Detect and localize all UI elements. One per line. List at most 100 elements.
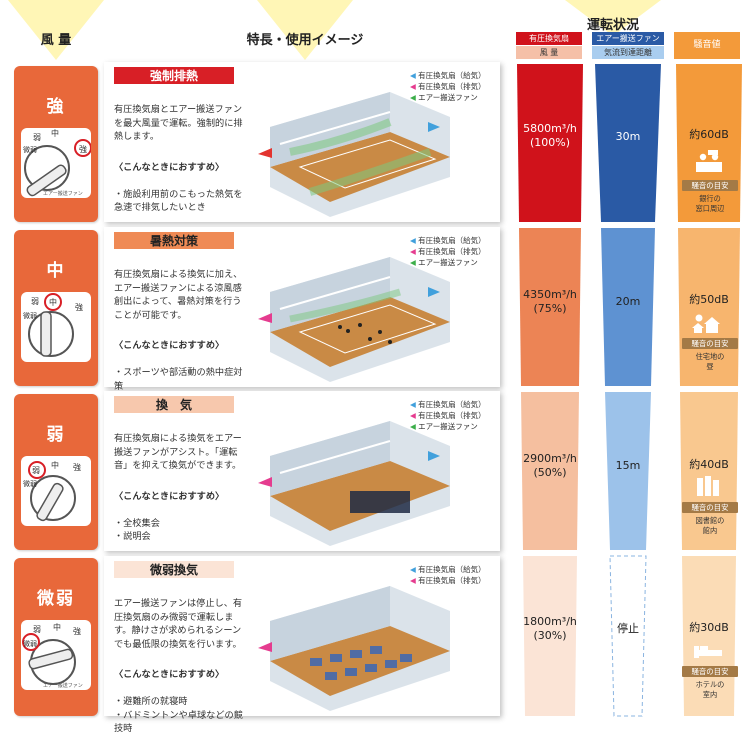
- fan-value-low: 2900m³/h (50%): [523, 452, 577, 479]
- fan-seg-slight: [523, 556, 577, 716]
- house-sun-icon: [692, 314, 720, 333]
- dial-knob-icon: 弱 中 強 微弱: [23, 293, 83, 357]
- noise-badge-slight: 騒音の目安: [682, 666, 738, 677]
- panel-mid-desc: 有圧換気扇による換気に加え、エアー搬送ファンによる涼風感創出によって、暑熱対策を…: [114, 269, 243, 321]
- level-low: 弱 弱 中 強 微弱: [14, 394, 98, 550]
- dial-low: 弱 中 強 微弱: [21, 456, 91, 526]
- panel-low: 換 気 有圧換気扇による換気をエアー搬送ファンがアシスト。「運転音」を抑えて換気…: [104, 391, 500, 551]
- dial-high: 弱 中 強 微弱 エアー搬送ファン: [21, 128, 91, 198]
- panel-slight-desc: エアー搬送ファンは停止し、有圧換気扇のみ微弱で運転します。静けさが求められるシー…: [114, 598, 243, 650]
- dial-slight-label: 微弱: [23, 145, 37, 154]
- fan-value-slight: 1800m³/h (30%): [523, 615, 577, 642]
- legend-exhaust-icon: ◀: [410, 82, 416, 91]
- dial-slight-label: 微弱: [23, 639, 37, 648]
- air-value-low: 15m: [615, 459, 641, 472]
- level-slight-label: 微弱: [37, 589, 75, 609]
- legend-supply-icon: ◀: [410, 236, 416, 245]
- dial-high-label: 強: [75, 302, 83, 312]
- gym-illustration-low: [258, 421, 450, 546]
- legend-air-icon: ◀: [410, 93, 416, 102]
- noise-value-high: 約60dB: [689, 128, 729, 141]
- noise-value-low: 約40dB: [689, 458, 729, 471]
- legend-air-icon: ◀: [410, 258, 416, 267]
- dial-low-label: 弱: [32, 466, 40, 475]
- dial-low-label: 弱: [33, 625, 41, 634]
- panel-mid: 暑熱対策 有圧換気扇による換気に加え、エアー搬送ファンによる涼風感創出によって、…: [104, 227, 500, 392]
- legend-exhaust: 有圧換気扇（排気）: [418, 411, 486, 420]
- legend-exhaust: 有圧換気扇（排気）: [418, 82, 486, 91]
- panel-high-desc: 有圧換気扇とエアー搬送ファンを最大風量で運転。強制的に排熱します。: [114, 104, 243, 143]
- gym-illustration-mid: [258, 257, 450, 382]
- panel-slight-title: 微弱換気: [114, 561, 234, 578]
- dial-name-label: エアー搬送ファン: [43, 682, 83, 689]
- wind-header-shape: [8, 0, 104, 60]
- level-high-label: 強: [46, 97, 66, 117]
- level-mid: 中 弱 中 強 微弱: [14, 230, 98, 386]
- legend-supply-icon: ◀: [410, 400, 416, 409]
- bank-counter-icon: [696, 150, 722, 172]
- level-mid-label: 中: [46, 261, 66, 281]
- legend-exhaust-icon: ◀: [410, 411, 416, 420]
- legend-exhaust: 有圧換気扇（排気）: [418, 247, 486, 256]
- panel-slight-rec: ・避難所の就寝時 ・バドミントンや卓球などの競技時: [114, 696, 243, 735]
- fan-subheader-label: 風 量: [516, 46, 582, 59]
- fan-seg-mid: [519, 228, 581, 386]
- panel-low-rec: ・全校集会 ・説明会: [114, 517, 160, 543]
- noise-place-mid: 住宅地の 昼: [695, 352, 725, 371]
- level-slight: 微弱 弱 中 強 微弱 エアー搬送ファン: [14, 558, 98, 716]
- dial-slight-label: 微弱: [23, 479, 37, 488]
- dial-low-label: 弱: [31, 297, 39, 306]
- dial-slight-label: 微弱: [23, 311, 37, 320]
- panel-slight-rec-head: 〈こんなときにおすすめ〉: [114, 669, 225, 681]
- dial-knob-icon: 弱 中 強 微弱 エアー搬送ファン: [23, 128, 91, 197]
- air-value-slight: 停止: [617, 622, 639, 635]
- wind-header: 風 量: [40, 33, 72, 48]
- air-subheader-label: 気流到達距離: [592, 46, 664, 59]
- legend-exhaust-icon: ◀: [410, 247, 416, 256]
- gym-illustration-high: [258, 92, 450, 217]
- panel-mid-title: 暑熱対策: [114, 232, 234, 249]
- legend-supply-icon: ◀: [410, 71, 416, 80]
- fan-value-mid: 4350m³/h (75%): [523, 288, 577, 315]
- status-header-shape: [565, 0, 661, 36]
- panel-high: 強制排熱 有圧換気扇とエアー搬送ファンを最大風量で運転。強制的に排熱します。 〈…: [104, 62, 500, 222]
- noise-place-slight: ホテルの 室内: [695, 680, 725, 699]
- noise-value-mid: 約50dB: [689, 293, 729, 306]
- panel-slight: 微弱換気 エアー搬送ファンは停止し、有圧換気扇のみ微弱で運転します。静けさが求め…: [104, 556, 500, 734]
- legend-supply: 有圧換気扇（給気）: [418, 565, 486, 574]
- dial-slight: 弱 中 強 微弱 エアー搬送ファン: [21, 620, 91, 690]
- bed-icon: [694, 646, 722, 658]
- features-header-shape: [257, 0, 353, 60]
- noise-badge-high: 騒音の目安: [682, 180, 738, 191]
- dial-mid-label: 中: [49, 297, 57, 307]
- air-seg-mid: [601, 228, 655, 386]
- noise-badge-mid: 騒音の目安: [682, 338, 738, 349]
- panel-high-rec-head: 〈こんなときにおすすめ〉: [114, 162, 225, 174]
- level-high: 強 弱 中 強 微弱 エアー搬送ファン: [14, 66, 98, 222]
- panel-high-title: 強制排熱: [114, 67, 234, 84]
- air-seg-slight: [609, 555, 647, 717]
- dial-high-label: 強: [73, 626, 81, 636]
- panel-low-rec-head: 〈こんなときにおすすめ〉: [114, 491, 225, 503]
- legend-air: エアー搬送ファン: [418, 93, 478, 102]
- noise-badge-low: 騒音の目安: [682, 502, 738, 513]
- legend-supply: 有圧換気扇（給気）: [418, 400, 486, 409]
- legend-supply: 有圧換気扇（給気）: [418, 71, 486, 80]
- noise-subheader: 騒音値: [674, 32, 740, 59]
- noise-value-slight: 約30dB: [689, 621, 729, 634]
- air-seg-low: [605, 392, 651, 550]
- panel-slight-body: エアー搬送ファンは停止し、有圧換気扇のみ微弱で運転します。静けさが求められるシー…: [114, 584, 244, 749]
- legend-high: ◀ 有圧換気扇（給気） ◀ 有圧換気扇（排気） ◀ エアー搬送ファン: [410, 70, 486, 103]
- legend-mid: ◀ 有圧換気扇（給気） ◀ 有圧換気扇（排気） ◀ エアー搬送ファン: [410, 235, 486, 268]
- dial-knob-icon: 弱 中 強 微弱: [23, 460, 81, 522]
- dial-high-label: 強: [73, 462, 81, 472]
- panel-high-rec: ・施設利用前のこもった熱気を急速で排気したいとき: [114, 188, 243, 214]
- dial-knob-icon: 弱 中 強 微弱 エアー搬送ファン: [22, 622, 83, 689]
- dial-mid-label: 中: [51, 128, 59, 138]
- gym-illustration-slight: [258, 586, 450, 711]
- noise-place-low: 図書館の 館内: [695, 516, 725, 535]
- legend-air-icon: ◀: [410, 422, 416, 431]
- dial-mid: 弱 中 強 微弱: [21, 292, 91, 362]
- legend-exhaust: 有圧換気扇（排気）: [418, 576, 486, 585]
- features-header: 特長・使用イメージ: [246, 33, 364, 48]
